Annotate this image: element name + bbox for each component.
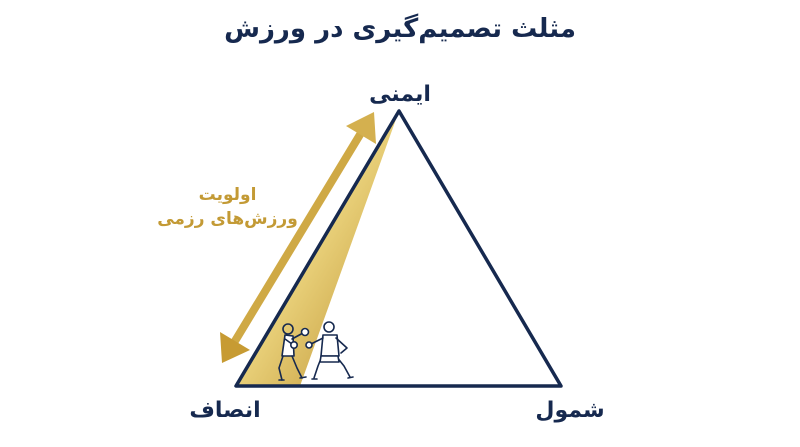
triangle-outline — [234, 109, 563, 388]
priority-annotation: اولویت ورزش‌های رزمی — [150, 183, 305, 231]
vertex-label-safety: ایمنی — [369, 82, 431, 107]
diagram-title: مثلث تصمیم‌گیری در ورزش — [224, 14, 576, 44]
martial-artist-figure-icon — [305, 321, 354, 380]
vertex-label-fairness: انصاف — [189, 398, 261, 423]
boxer-figure-icon — [278, 323, 310, 381]
double-arrow-icon — [220, 112, 376, 363]
vertex-label-inclusion: شمول — [535, 398, 605, 423]
annotation-line-1: اولویت — [198, 185, 257, 205]
annotation-line-2: ورزش‌های رزمی — [157, 209, 298, 229]
